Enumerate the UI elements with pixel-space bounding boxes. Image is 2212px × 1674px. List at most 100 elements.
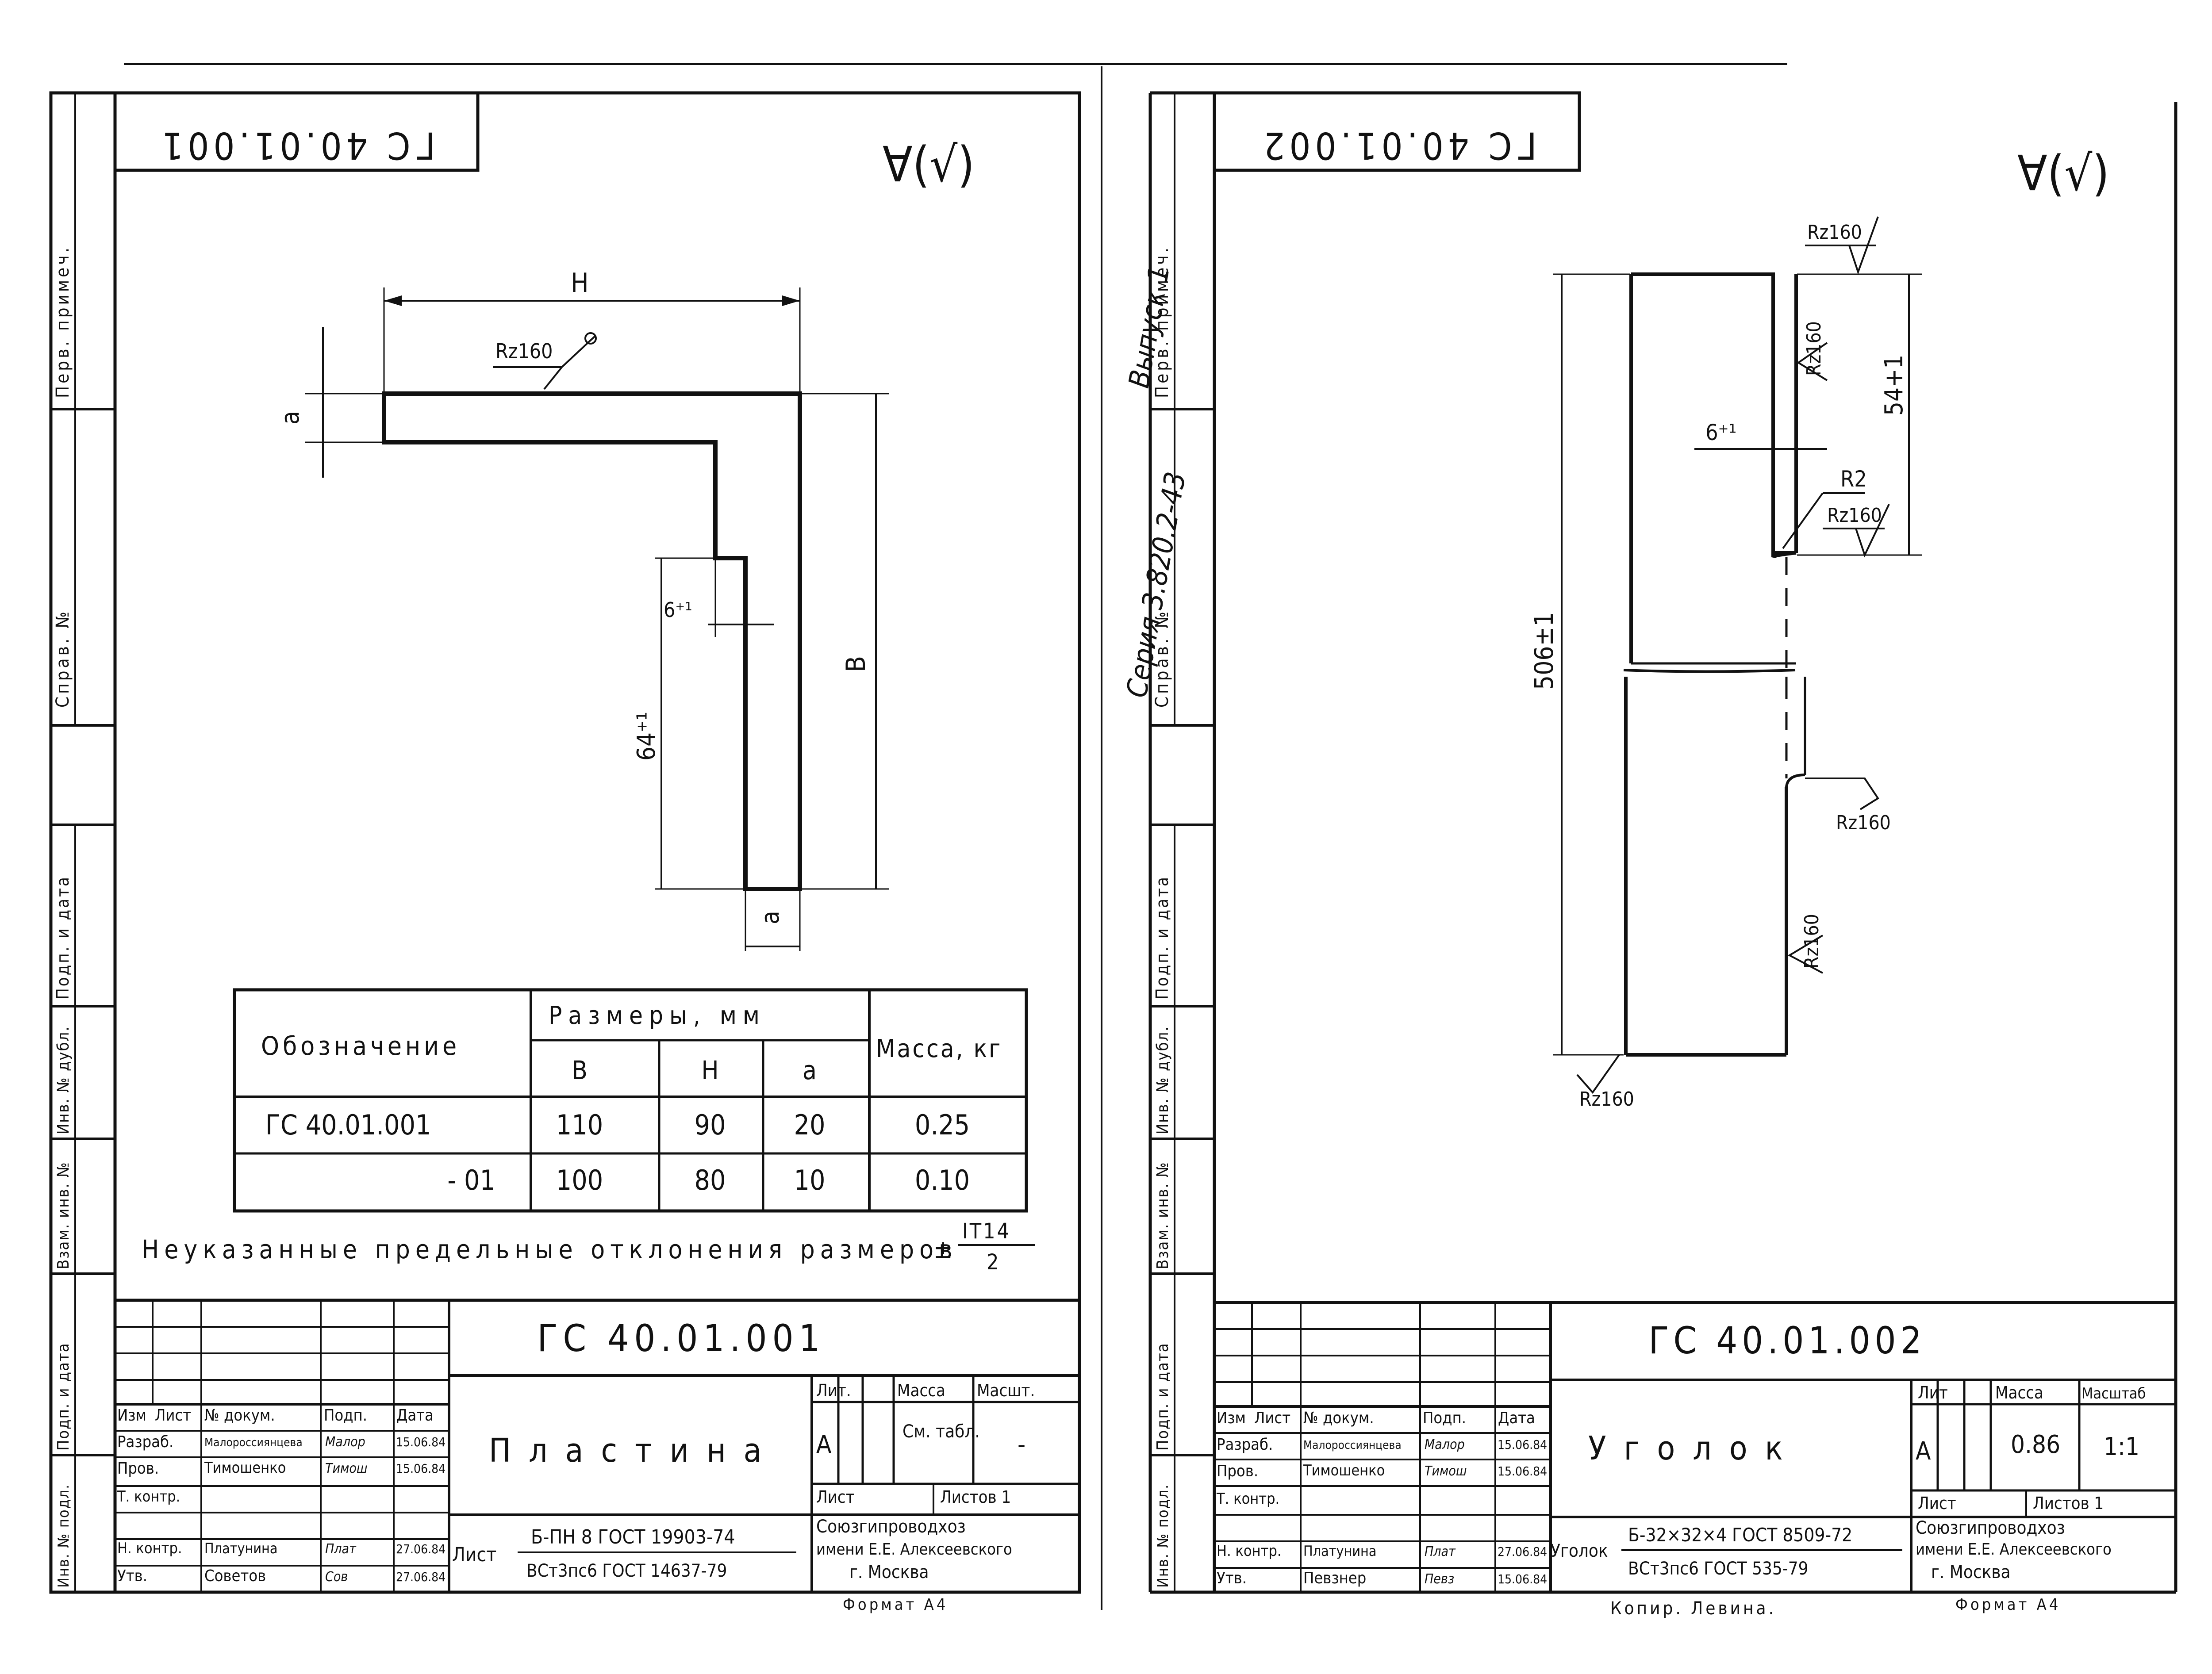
sheet-2-massa-label: Масса [1995,1383,2043,1402]
table-header-designation: Обозначение [261,1031,460,1061]
dim-sixtyfour: 64⁺¹ [632,712,661,761]
sheet-2-material-1: Б-32×32×4 ГОСТ 8509-72 [1628,1524,1852,1546]
table-row-2-h: 80 [695,1164,726,1196]
sheet-2-org-3: г. Москва [1931,1562,2011,1582]
rz-3: Rz160 [1827,504,1882,527]
sheet-2-hdr-izm: Изм [1217,1409,1246,1427]
sheet-2-date-1: 15.06.84 [1498,1437,1547,1452]
table-col-a: a [803,1055,817,1085]
sheet-2-side-perv: Перв. примеч. [1152,245,1172,398]
sheet-2-roughness-mark: ∀(√) [2017,145,2109,202]
sheet-2-side-podp: Подп. и дата [1152,875,1172,1000]
sheet-2-org-1: Союзгипроводхоз [1916,1518,2065,1538]
sheet-1-masht-label: Масшт. [977,1381,1035,1400]
sheet-2-grid [1214,1302,1551,1592]
sheet-2-title-block: Изм Лист № докум. Подп. Дата Разраб. Мал… [1214,1301,2176,1614]
sheet-2-date-4: 27.06.84 [1498,1544,1547,1559]
sheet-2-role-4: Н. контр. [1217,1542,1282,1560]
sheet-2-name-2: Тимошенко [1303,1462,1385,1479]
sheet-1-role-1: Разраб. [117,1433,173,1451]
sheet-1-massa-label: Масса [897,1381,945,1400]
sheet-2-lit-label: Лит [1918,1383,1948,1402]
table-row-2-mass: 0.10 [915,1164,970,1196]
tolerance-numerator: IT14 [962,1219,1011,1244]
sheet-1-side-perv: Перв. примеч. [53,245,73,398]
sheet-2-code-top: ГС 40.01.002 [1259,124,1536,167]
tolerance-denominator: 2 [987,1250,998,1275]
sheet-1-role-3: Т. контр. [117,1488,180,1505]
sheet-2-side-inv-dubl: Инв. № дубл. [1154,1026,1172,1134]
sheet-2-side-sprav: Справ. № [1152,609,1172,708]
sheet-1-name-2: Тимошенко [204,1459,286,1477]
sheet-2-mass-value: 0.86 [2011,1430,2060,1459]
dim-six: 6⁺¹ [664,598,692,622]
sheet-1-sign-1: Малор [325,1434,365,1450]
sheet-1-role-4: Н. контр. [117,1540,182,1557]
sheet-1-mass-value: См. табл. [902,1421,980,1442]
sheet-2-sign-5: Певз [1425,1571,1454,1587]
sheet-1-name-1: Малороссиянцева [204,1436,303,1449]
sheet-2-org-2: имени Е.Е. Алексеевского [1916,1540,2112,1559]
sheet-2-hdr-doc: № докум. [1303,1409,1374,1427]
sheet-2-side-podp2: Подп. и дата [1154,1342,1172,1451]
sheet-1-listov: Листов 1 [940,1487,1011,1507]
sheet-1-roughness-mark: ∀(√) [883,136,975,193]
sheet-1-material-1: Б-ПН 8 ГОСТ 19903-74 [531,1526,735,1548]
sheet-2-title: Уголок [1588,1429,1801,1467]
sheet-1-date-5: 27.06.84 [396,1570,445,1584]
sheet-1-org-2: имени Е.Е. Алексеевского [816,1540,1012,1559]
sheet-1-side-podp: Подп. и дата [53,875,73,1000]
table-row-1-h: 90 [695,1109,726,1141]
sheet-1-sign-2: Тимош [325,1461,368,1476]
dim-a-bottom: a [756,911,785,924]
sheet-2-role-1: Разраб. [1217,1436,1273,1454]
series-text: Серия 3.820.2-43 [1121,470,1193,700]
sheet-2-name-4: Платунина [1303,1543,1377,1559]
dim-fiftyfour: 54+1 [1880,355,1909,416]
sheet-2-format: Формат А4 [1955,1596,2061,1614]
sheet-1-title: Пластина [489,1432,779,1470]
dim-six-b: 6⁺¹ [1705,420,1736,445]
sheet-2-material-label: Уголок [1551,1541,1608,1561]
rz-1: Rz160 [1807,221,1862,244]
sheet-1-scale-value: - [1018,1430,1025,1459]
sheet-2-material-2: ВСт3пс6 ГОСТ 535-79 [1628,1559,1809,1579]
table-row-2-name: - 01 [447,1164,495,1196]
sheet-2-name-5: Певзнер [1303,1569,1366,1587]
sheet-1: Перв. примеч. Справ. № Подп. и дата Инв.… [49,91,1081,1614]
sheet-2-hdr-date: Дата [1498,1409,1535,1427]
table-col-h: H [701,1055,718,1085]
sheet-1-code-top: ГС 40.01.001 [157,124,435,167]
sheet-2-listov: Листов 1 [2033,1494,2104,1513]
sheet-1-side-inv-podl: Инв. № подл. [55,1484,73,1588]
sheet-2-hdr-podp: Подп. [1423,1409,1466,1427]
sheet-1-hdr-doc: № докум. [204,1406,275,1425]
table-header-sizes: Размеры, мм [549,1001,766,1030]
sheet-2-lit-value: А [1916,1437,1931,1466]
copy-note: Копир. Левина. [1610,1598,1776,1619]
sheet-1-format: Формат А4 [843,1596,948,1614]
rz-6: Rz160 [1579,1088,1634,1111]
sheet-1-role-5: Утв. [117,1567,147,1585]
table-row-2-a: 10 [794,1164,826,1196]
dim-r2: R2 [1840,466,1867,492]
sheet-2-sign-1: Малор [1425,1437,1465,1452]
sheet-1-hdr-date: Дата [396,1406,434,1425]
size-table: Обозначение Размеры, мм Масса, кг B H a … [233,988,1028,1213]
sheet-1-title-block: Изм Лист № докум. Подп. Дата Разраб. Мал… [115,1299,1079,1614]
tolerance-sign: ± [933,1234,953,1264]
sheet-1-sign-4: Плат [325,1541,357,1557]
sheet-1-side-inv-dubl: Инв. № дубл. [54,1026,73,1134]
sheet-2-name-1: Малороссиянцева [1303,1439,1402,1452]
sheet-1-material-2: ВСт3пс6 ГОСТ 14637-79 [526,1561,727,1581]
sheet-2-hdr-list: Лист [1254,1409,1290,1427]
dim-len: 506±1 [1529,612,1559,690]
dim-a-top: a [276,411,305,425]
table-header-mass: Масса, кг [876,1034,1002,1063]
sheet-2-side-inv-podl: Инв. № подл. [1154,1484,1172,1588]
sheet-1-org-1: Союзгипроводхоз [816,1517,966,1537]
sheet-2-role-5: Утв. [1217,1569,1247,1587]
sheet-1-lit-label: Лит. [816,1381,851,1400]
dim-h: H [571,268,589,299]
